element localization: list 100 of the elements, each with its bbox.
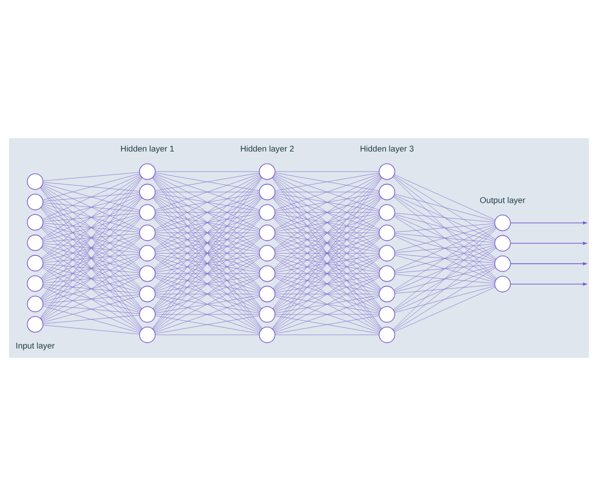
connector xyxy=(40,186,141,270)
node-circle xyxy=(258,224,275,242)
connector xyxy=(42,275,140,302)
connector xyxy=(154,234,260,252)
connector xyxy=(154,232,259,234)
connector xyxy=(394,214,495,242)
connector xyxy=(274,172,379,191)
connector xyxy=(41,176,140,239)
connector xyxy=(41,236,140,300)
connector xyxy=(394,233,494,243)
connector xyxy=(41,216,140,280)
connector xyxy=(154,255,260,292)
connector xyxy=(393,216,496,280)
arrow xyxy=(510,242,588,245)
connector xyxy=(394,286,495,332)
arrow xyxy=(510,262,588,266)
connector xyxy=(40,218,142,320)
connector xyxy=(152,238,261,330)
node-circle xyxy=(258,306,275,323)
node-circle xyxy=(378,326,395,344)
connector xyxy=(274,316,379,334)
connector xyxy=(42,234,140,262)
connector xyxy=(274,174,380,210)
node-circle xyxy=(378,245,395,262)
connector xyxy=(394,212,494,222)
connector xyxy=(393,226,496,290)
connector xyxy=(274,255,380,292)
connector xyxy=(394,284,494,294)
connector xyxy=(42,225,140,271)
connector xyxy=(40,196,141,279)
connector xyxy=(154,174,260,230)
connector xyxy=(274,232,379,234)
connector xyxy=(42,246,140,292)
connector xyxy=(154,193,260,212)
connector xyxy=(40,228,142,330)
connector xyxy=(154,216,260,270)
connector xyxy=(274,276,380,312)
connector xyxy=(274,216,380,270)
connector xyxy=(41,226,140,290)
connector xyxy=(40,197,142,299)
node-circle xyxy=(26,296,43,312)
connector xyxy=(154,274,260,293)
node-circle xyxy=(378,204,395,221)
connector xyxy=(42,306,140,334)
connector xyxy=(42,304,140,314)
connector xyxy=(274,194,380,231)
connector xyxy=(154,276,260,312)
node-circle xyxy=(138,286,156,302)
connector xyxy=(274,334,379,336)
node-circle xyxy=(258,326,275,344)
connector xyxy=(152,218,261,330)
connector xyxy=(42,224,140,252)
connector xyxy=(42,184,140,230)
node-circle xyxy=(494,255,510,272)
connector xyxy=(42,256,140,302)
connector xyxy=(154,253,259,254)
connector xyxy=(152,196,261,290)
connector xyxy=(42,182,140,192)
node-circle xyxy=(138,184,156,200)
connector xyxy=(394,254,494,264)
connector xyxy=(273,196,380,270)
connector xyxy=(42,204,140,231)
connector xyxy=(40,186,142,289)
node-circle xyxy=(494,235,510,252)
connector xyxy=(42,285,140,313)
connector xyxy=(152,176,261,289)
connector xyxy=(41,267,140,331)
connector xyxy=(42,183,140,211)
connector xyxy=(394,254,495,282)
connector xyxy=(274,295,379,314)
connector xyxy=(42,255,140,282)
connector xyxy=(274,174,380,230)
connector xyxy=(394,286,495,313)
connector xyxy=(274,314,379,315)
connector xyxy=(154,172,260,191)
connector xyxy=(42,222,140,232)
connector xyxy=(152,176,261,269)
connector xyxy=(272,197,381,310)
node-circle xyxy=(378,306,395,323)
connector xyxy=(42,314,140,324)
connector xyxy=(274,296,380,333)
connector xyxy=(42,284,140,294)
connector xyxy=(154,171,259,172)
connector xyxy=(42,296,140,323)
connector xyxy=(152,217,261,310)
node-circle xyxy=(494,214,510,232)
connector xyxy=(394,264,494,274)
connector xyxy=(42,233,140,242)
connector xyxy=(274,171,379,172)
connector xyxy=(154,212,259,213)
connector xyxy=(394,236,495,282)
connector xyxy=(272,196,380,290)
connector xyxy=(42,286,140,332)
node-circle xyxy=(258,265,275,282)
node-circle xyxy=(138,163,156,180)
connector xyxy=(274,236,380,291)
connector xyxy=(394,234,495,262)
connector xyxy=(40,207,142,310)
connector xyxy=(40,206,141,290)
connector xyxy=(394,265,495,292)
